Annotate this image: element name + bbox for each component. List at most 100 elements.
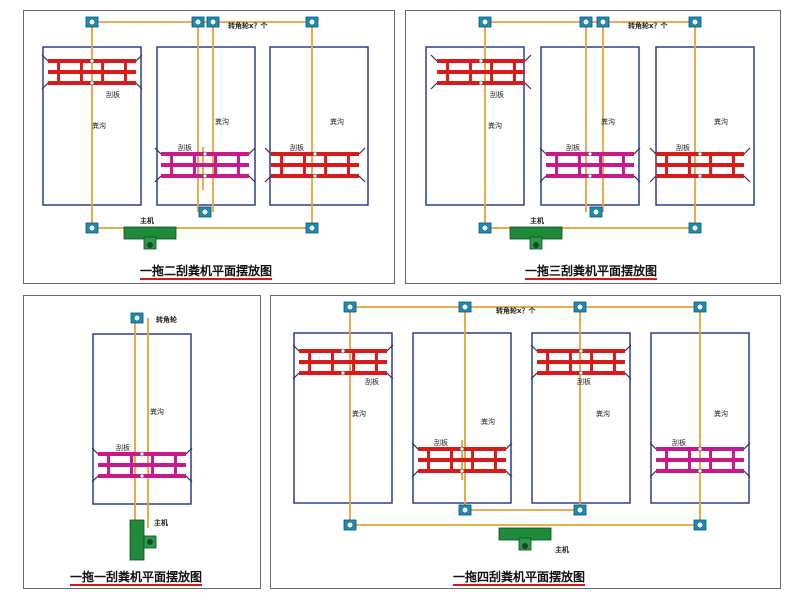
corner-pulley-icon	[343, 301, 357, 313]
corner-pulley-icon	[305, 222, 319, 234]
drive-motor-icon	[123, 226, 177, 250]
scraper-rib	[170, 154, 174, 176]
pit-label: 粪沟	[481, 417, 495, 426]
scraper-rib	[731, 449, 735, 471]
scraper-wing	[154, 175, 162, 183]
scraper-wing	[135, 54, 143, 62]
scraper-wing	[358, 175, 366, 183]
pit-label: 粪沟	[352, 409, 366, 418]
rope-clamp	[202, 173, 208, 179]
scraper-rib	[568, 351, 572, 373]
corner-pulley-icon	[130, 312, 144, 324]
manure-pit	[540, 46, 640, 206]
scraper-wing	[292, 372, 300, 380]
scraper-label: 刮板	[566, 143, 580, 152]
caption-one-drag-two: 一拖二刮粪机平面摆放图	[140, 264, 273, 278]
scraper-wing	[411, 470, 419, 478]
scraper-label: 刮板	[676, 143, 690, 152]
scraper-label: 刮板	[290, 143, 304, 152]
scraper-rib	[665, 154, 669, 176]
rope-clamp	[587, 151, 593, 157]
scraper-wing	[292, 344, 300, 352]
scraper-rib	[427, 449, 431, 471]
scraper-wing	[633, 147, 641, 155]
scraper-rib	[493, 449, 497, 471]
rope-clamp	[578, 348, 584, 354]
scraper-wing	[41, 82, 49, 90]
scraper-rib	[129, 454, 133, 476]
motor-label: 主机	[530, 216, 544, 225]
corner-pulley-icon	[191, 16, 205, 28]
rope-clamp	[697, 173, 703, 179]
rope-clamp	[478, 80, 484, 86]
scraper-wing	[649, 147, 657, 155]
scraper-blade	[649, 442, 751, 478]
corner-pulley-icon	[596, 16, 610, 28]
manure-pit	[269, 46, 369, 206]
caption-one-drag-one: 一拖一刮粪机平面摆放图	[70, 570, 203, 584]
pulley-wheel	[308, 18, 316, 26]
scraper-bar	[546, 163, 634, 167]
scraper-rib	[546, 351, 550, 373]
scraper-rib	[687, 154, 691, 176]
scraper-rib	[280, 154, 284, 176]
scraper-wing	[530, 344, 538, 352]
motor-shaft	[147, 539, 153, 545]
scraper-wing	[386, 344, 394, 352]
scraper-blade	[292, 344, 394, 380]
motor-body	[129, 519, 145, 561]
pulley-wheel	[576, 303, 584, 311]
scraper-wing	[135, 82, 143, 90]
corner-pulley-icon	[693, 301, 707, 313]
rope-clamp	[697, 151, 703, 157]
corner-pulley-icon	[688, 16, 702, 28]
scraper-blade	[539, 147, 641, 183]
scraper-rib	[346, 154, 350, 176]
corner-pulley-icon	[688, 222, 702, 234]
scraper-bar	[271, 163, 359, 167]
scraper-wing	[91, 447, 99, 455]
corner-pulley-icon	[458, 504, 472, 516]
pit-label: 粪沟	[714, 409, 728, 418]
scraper-rib	[612, 351, 616, 373]
scraper-rib	[123, 61, 127, 83]
scraper-blade	[411, 442, 513, 478]
rope-clamp	[459, 468, 465, 474]
rope-clamp	[139, 451, 145, 457]
rope-clamp	[459, 446, 465, 452]
scraper-rib	[665, 449, 669, 471]
scraper-bar	[418, 458, 506, 462]
rope-clamp	[578, 370, 584, 376]
scraper-rib	[302, 154, 306, 176]
scraper-rib	[324, 154, 328, 176]
scraper-wing	[624, 344, 632, 352]
scraper-rib	[308, 351, 312, 373]
corner-pulley-label: 转角轮	[156, 315, 177, 324]
scraper-bar	[656, 458, 744, 462]
drive-motor-icon	[129, 519, 157, 561]
corner-pulley-label: 转角轮x？个	[496, 306, 537, 315]
scraper-rib	[731, 154, 735, 176]
corner-pulley-icon	[579, 16, 593, 28]
scraper-blade	[91, 447, 193, 483]
scraper-label: 刮板	[672, 438, 686, 447]
corner-pulley-icon	[478, 222, 492, 234]
scraper-wing	[649, 175, 657, 183]
pulley-wheel	[481, 224, 489, 232]
pit-label: 粪沟	[596, 409, 610, 418]
motor-label: 主机	[140, 216, 154, 225]
motor-shaft	[522, 543, 528, 549]
scraper-wing	[248, 175, 256, 183]
scraper-rib	[590, 351, 594, 373]
scraper-wing	[185, 447, 193, 455]
corner-pulley-icon	[478, 16, 492, 28]
pulley-wheel	[194, 18, 202, 26]
corner-pulley-icon	[85, 16, 99, 28]
scraper-rib	[471, 449, 475, 471]
scraper-blade	[41, 54, 143, 90]
pulley-wheel	[592, 208, 600, 216]
corner-pulley-icon	[206, 16, 220, 28]
scraper-wing	[524, 82, 532, 90]
rope-clamp	[340, 348, 346, 354]
motor-shaft	[533, 242, 539, 248]
